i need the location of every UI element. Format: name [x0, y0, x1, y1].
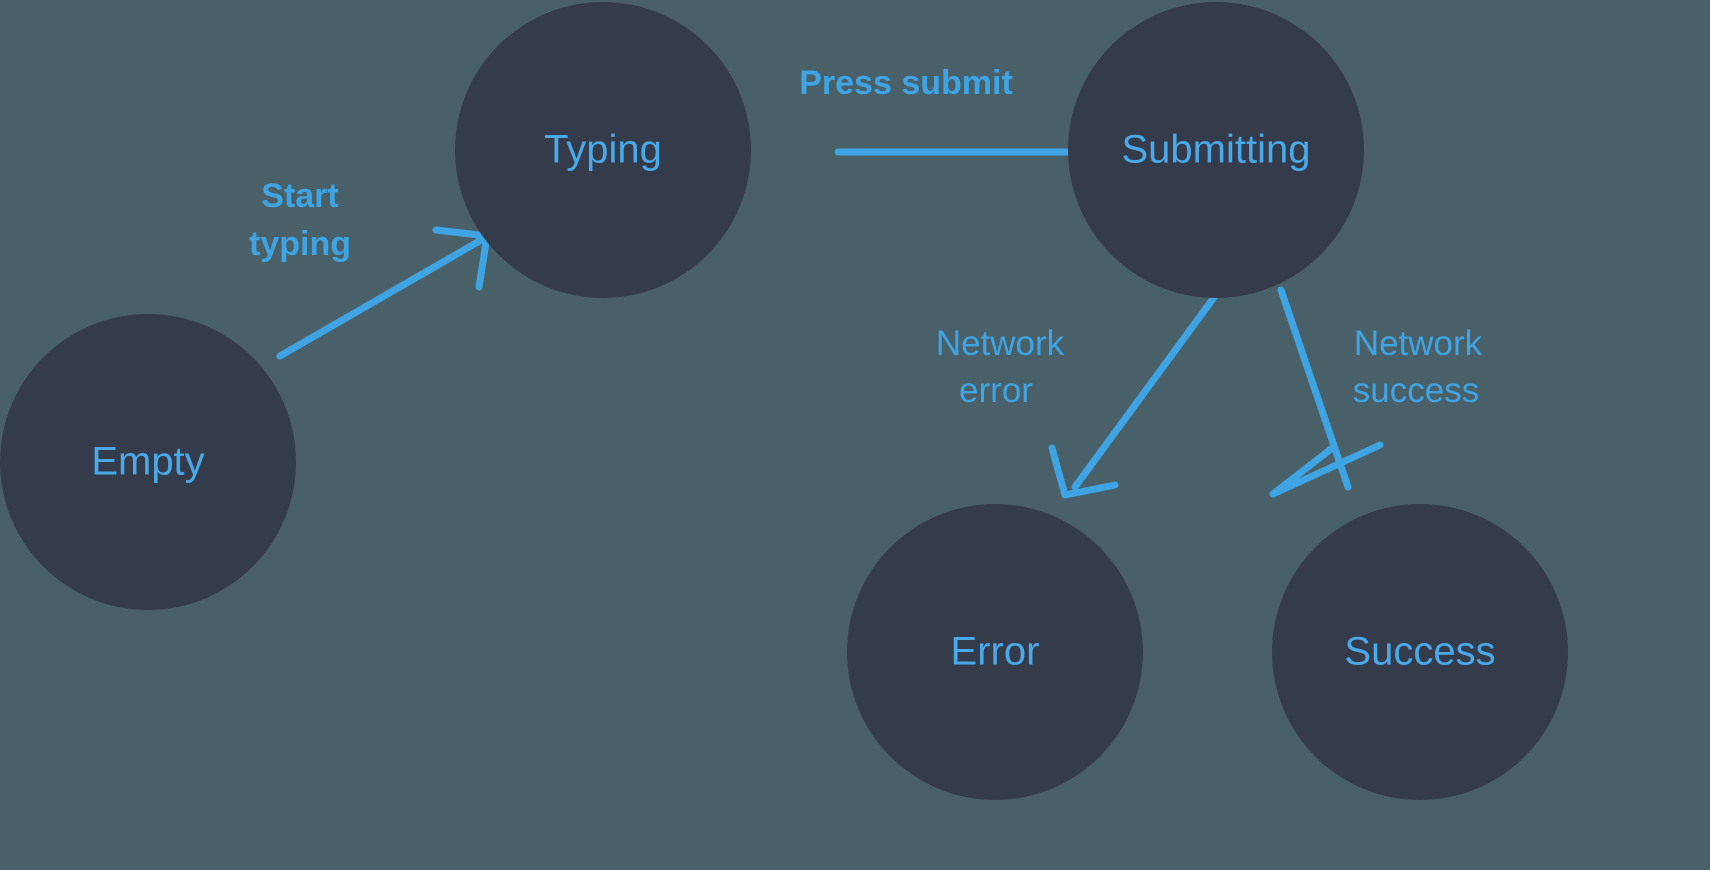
- edge-submitting-to-error-arrowhead: [1048, 444, 1119, 499]
- node-empty[interactable]: Empty: [0, 314, 296, 610]
- edge-label-press-submit-line1: Press submit: [799, 64, 1013, 102]
- edge-label-network-success-line2: success: [1353, 371, 1479, 410]
- edge-label-network-error: Network error: [936, 324, 1065, 410]
- edge-submitting-to-success: [1269, 286, 1384, 498]
- node-submitting[interactable]: Submitting: [1068, 2, 1364, 298]
- edge-label-network-success-line1: Network: [1354, 324, 1483, 363]
- node-empty-label: Empty: [91, 440, 204, 484]
- node-empty-circle[interactable]: [0, 314, 296, 610]
- edge-label-start-typing: Start typing: [249, 177, 351, 263]
- node-typing-circle[interactable]: [455, 2, 751, 298]
- edge-label-network-error-line2: error: [959, 371, 1033, 410]
- edge-empty-to-typing-line: [276, 235, 487, 360]
- node-error-label: Error: [951, 630, 1040, 674]
- node-success-circle[interactable]: [1272, 504, 1568, 800]
- node-error-circle[interactable]: [847, 504, 1143, 800]
- edge-label-network-success: Network success: [1353, 324, 1483, 410]
- edge-submitting-to-error: [1048, 292, 1219, 499]
- edge-submitting-to-success-arrowhead: [1269, 441, 1384, 498]
- edge-label-start-typing-line1: Start: [261, 177, 338, 215]
- node-success[interactable]: Success: [1272, 504, 1568, 800]
- edge-label-start-typing-line2: typing: [249, 225, 351, 263]
- edge-label-network-error-line1: Network: [936, 324, 1065, 363]
- node-submitting-label: Submitting: [1122, 128, 1311, 172]
- node-error[interactable]: Error: [847, 504, 1143, 800]
- edge-submitting-to-error-line: [1071, 292, 1219, 491]
- node-success-label: Success: [1344, 630, 1495, 674]
- node-submitting-circle[interactable]: [1068, 2, 1364, 298]
- edge-submitting-to-success-line: [1277, 286, 1352, 491]
- edge-label-press-submit: Press submit: [799, 64, 1013, 102]
- node-typing-label: Typing: [544, 128, 662, 172]
- node-typing[interactable]: Typing: [455, 2, 751, 298]
